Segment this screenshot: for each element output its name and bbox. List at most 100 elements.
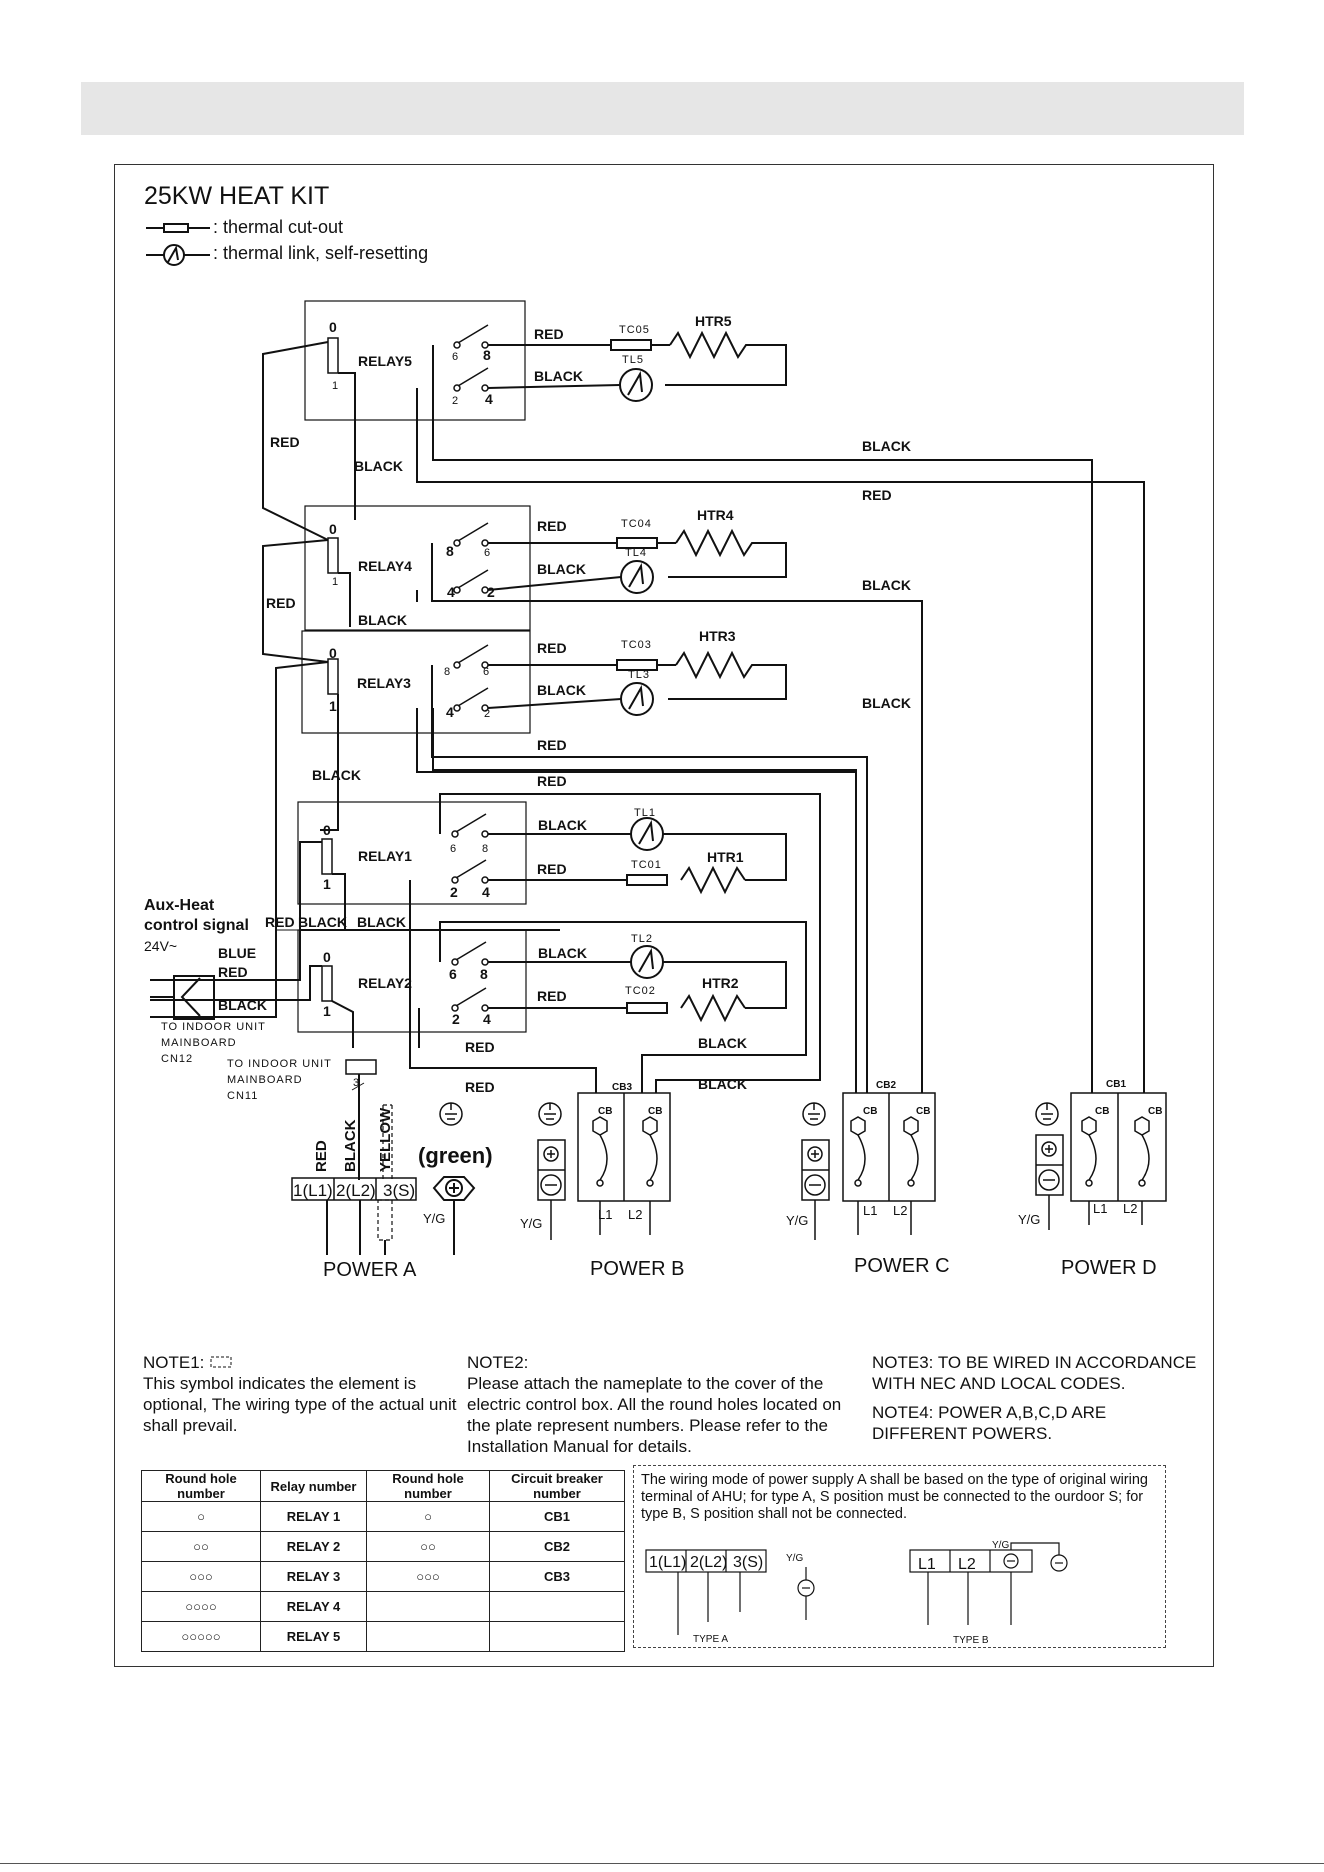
relay4-pin6: 6 (484, 547, 491, 559)
tl4-label: TL4 (625, 547, 647, 559)
ground-icons (439, 1102, 1059, 1126)
tc01-label: TC01 (631, 859, 662, 871)
power-c-label: POWER C (854, 1255, 950, 1277)
relay4-pin4: 4 (447, 584, 455, 600)
wire-label-blue: BLUE (218, 945, 256, 961)
relay2-pin6: 6 (449, 966, 457, 982)
table-row: ○○○○ RELAY 4 (141, 1591, 625, 1622)
diagram-frame (114, 164, 1214, 1667)
aux-signal-symbol (150, 975, 215, 1020)
htr3-label: HTR3 (699, 628, 736, 644)
wire-label-black: BLACK (312, 767, 361, 783)
relay5-pin1: 1 (332, 380, 339, 392)
aux-heat-title: Aux-Heat (144, 897, 215, 914)
table-cell: ○○○ (366, 1561, 490, 1592)
power-d-label: POWER D (1061, 1257, 1157, 1279)
wire-label-red: RED (862, 487, 892, 503)
green-ground-stud-icon (432, 1176, 476, 1255)
cb-pole-label: CB (916, 1106, 930, 1117)
cb-pole-label: CB (598, 1106, 612, 1117)
cb-pole-label: CB (863, 1106, 877, 1117)
relay3-pin1: 1 (329, 698, 337, 714)
wire-label-red: RED (534, 326, 564, 342)
wire-label-red: RED (537, 861, 567, 877)
table-cell: CB3 (489, 1561, 625, 1592)
table-cell: RELAY 4 (260, 1591, 367, 1622)
wire-label-red-vertical: RED (313, 1140, 330, 1172)
table-cell: ○○ (141, 1531, 261, 1562)
tl1-label: TL1 (634, 807, 656, 819)
terminal-3-s: 3(S) (383, 1181, 415, 1200)
wiring-mode-text: The wiring mode of power supply A shall … (641, 1472, 1148, 1522)
header-bar (81, 82, 1244, 135)
wire-label-black: BLACK (862, 438, 911, 454)
wire-label-red: RED (537, 737, 567, 753)
terminal-1-l1: 1(L1) (293, 1181, 333, 1200)
table-cell: RELAY 5 (260, 1621, 367, 1652)
wire-label-red: RED (270, 434, 300, 450)
htr5-label: HTR5 (695, 313, 732, 329)
table-cell: CB2 (489, 1531, 625, 1562)
relay2-pin2: 2 (452, 1011, 460, 1027)
relay5-pin6: 6 (452, 351, 459, 363)
htr2-label: HTR2 (702, 975, 739, 991)
relay-coils (321, 337, 339, 1002)
table-row: ○○○ RELAY 3 ○○○ CB3 (141, 1561, 625, 1592)
relay2-pin0: 0 (323, 949, 331, 965)
wire-label-black: BLACK (358, 612, 407, 628)
table-cell: CB1 (489, 1501, 625, 1532)
cb2-label: CB2 (876, 1080, 896, 1091)
wire-label-red: RED (465, 1039, 495, 1055)
cb1-label: CB1 (1106, 1079, 1126, 1090)
circuit-breakers (577, 1092, 1167, 1235)
wire-label-black: BLACK (862, 695, 911, 711)
wire-label-black: BLACK (534, 368, 583, 384)
cn11-line2: MAINBOARD (227, 1074, 303, 1086)
table-cell: ○○○ (141, 1561, 261, 1592)
htr4-label: HTR4 (697, 507, 734, 523)
cb-pole-label: CB (648, 1106, 662, 1117)
relay1-pin6: 6 (450, 843, 457, 855)
type-b-terminal-l2: L2 (958, 1556, 976, 1573)
l2-label: L2 (1123, 1201, 1137, 1216)
type-a-terminal-2: 2(L2) (690, 1554, 727, 1571)
tc02-label: TC02 (625, 985, 656, 997)
wire-label-black: BLACK (698, 1076, 747, 1092)
wire-label-black: BLACK (354, 458, 403, 474)
footer-divider (0, 1863, 1324, 1864)
wire-label-red: RED (265, 914, 295, 930)
type-wiring (645, 1542, 1068, 1635)
relay3-pin8: 8 (444, 666, 451, 678)
relay3-pin6: 6 (483, 666, 490, 678)
wire-label-red: RED (465, 1079, 495, 1095)
thermal-link-icon (146, 244, 210, 266)
table-cell (489, 1621, 625, 1652)
table-cell (366, 1591, 490, 1622)
relay4-label: RELAY4 (358, 558, 412, 574)
cn11-connector (345, 1059, 393, 1180)
col-relay-number: Relay number (260, 1470, 367, 1502)
power-a-label: POWER A (323, 1259, 417, 1281)
note2-body: Please attach the nameplate to the cover… (467, 1374, 842, 1456)
note4: NOTE4: POWER A,B,C,D ARE DIFFERENT POWER… (872, 1403, 1107, 1443)
relay1-pin1: 1 (323, 876, 331, 892)
wire-label-black: BLACK (538, 945, 587, 961)
type-b-yg: Y/G (992, 1540, 1009, 1551)
wire-label-yellow-vertical: YELLOW (377, 1107, 394, 1172)
note3: NOTE3: TO BE WIRED IN ACCORDANCE WITH NE… (872, 1353, 1197, 1393)
relay5-pin2: 2 (452, 395, 459, 407)
relay4-pin2: 2 (487, 584, 495, 600)
table-cell: ○○○○ (141, 1591, 261, 1622)
wire-label-red: RED (537, 988, 567, 1004)
table-cell (489, 1591, 625, 1622)
relay1-label: RELAY1 (358, 848, 412, 864)
type-a-yg: Y/G (786, 1553, 803, 1564)
yg-label: Y/G (520, 1216, 542, 1231)
wire-label-black: BLACK (537, 682, 586, 698)
tc04-label: TC04 (621, 518, 652, 530)
relay4-pin0: 0 (329, 521, 337, 537)
heater-circuits (487, 330, 787, 1023)
wire-label-red: RED (537, 518, 567, 534)
terminal-2-l2: 2(L2) (336, 1181, 376, 1200)
table-cell: ○ (366, 1501, 490, 1532)
